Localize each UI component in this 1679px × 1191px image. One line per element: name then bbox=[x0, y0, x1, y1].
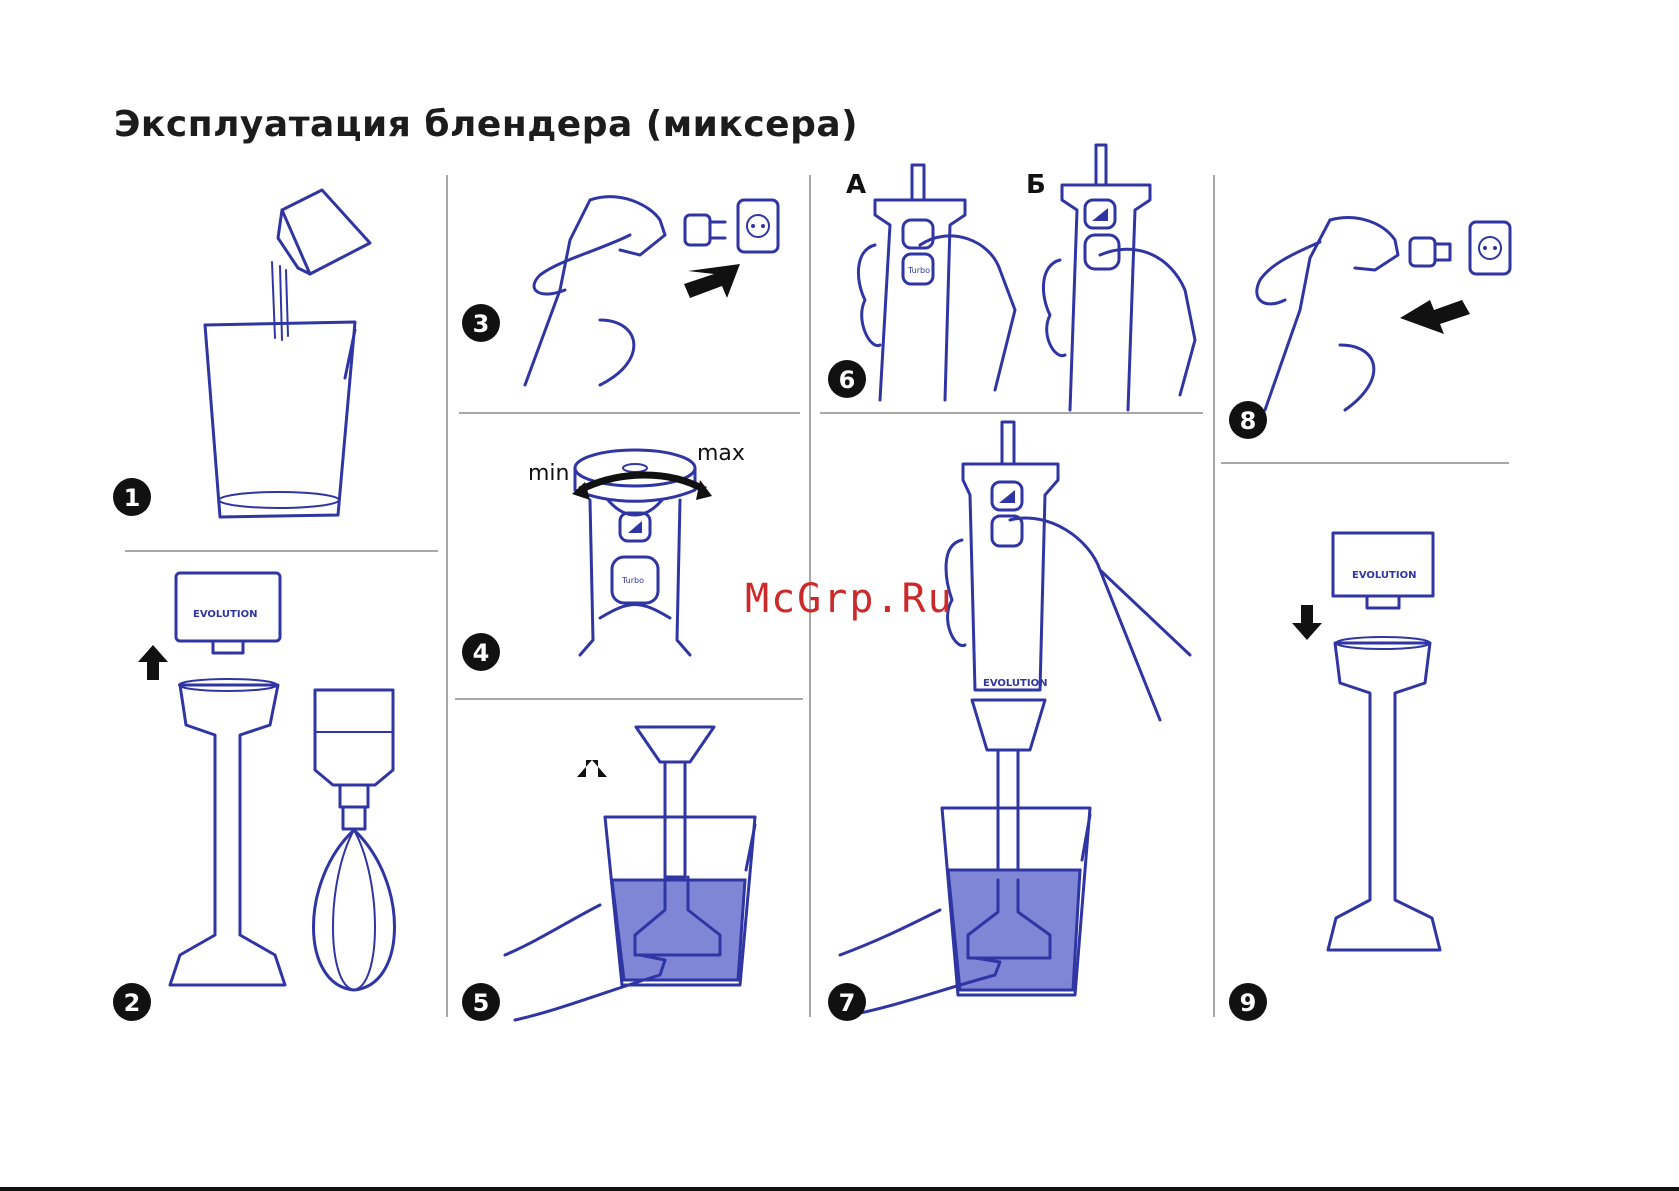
speed-max-label: max bbox=[697, 441, 745, 466]
step-7-blend-illustration: EVOLUTION bbox=[840, 422, 1190, 1015]
right-arrow-icon bbox=[684, 264, 740, 298]
variant-b-label: Б bbox=[1026, 170, 1046, 200]
svg-text:3: 3 bbox=[473, 310, 490, 338]
svg-text:7: 7 bbox=[839, 989, 856, 1017]
step-5-immerse-illustration bbox=[505, 727, 755, 1020]
step-1-pour-illustration bbox=[205, 190, 370, 517]
step-badge-7: 7 bbox=[828, 983, 866, 1021]
step-9-attach-illustration: EVOLUTION bbox=[1328, 533, 1440, 950]
svg-text:2: 2 bbox=[124, 989, 141, 1017]
step-2-detach-illustration: EVOLUTION bbox=[170, 573, 395, 990]
step-badge-5: 5 bbox=[462, 983, 500, 1021]
variant-a-label: А bbox=[846, 170, 866, 200]
step-badge-1: 1 bbox=[113, 478, 151, 516]
step-badge-6: 6 bbox=[828, 360, 866, 398]
step-badge-4: 4 bbox=[462, 633, 500, 671]
step-4-speed-dial-illustration: Turbo bbox=[572, 450, 712, 655]
bottom-rule bbox=[0, 1187, 1679, 1191]
step-3-plug-in-illustration bbox=[525, 197, 778, 385]
down-arrow-icon-step9 bbox=[1292, 605, 1322, 640]
down-arrow-icon-step5 bbox=[577, 760, 607, 777]
step-badge-3: 3 bbox=[462, 304, 500, 342]
svg-text:9: 9 bbox=[1240, 989, 1257, 1017]
turbo-label-a: Turbo bbox=[907, 266, 930, 275]
svg-text:8: 8 bbox=[1240, 407, 1257, 435]
speed-min-label: min bbox=[528, 461, 570, 486]
svg-text:4: 4 bbox=[473, 639, 490, 667]
svg-text:5: 5 bbox=[473, 989, 490, 1017]
turbo-button-label: Turbo bbox=[621, 576, 644, 585]
brand-label-step9: EVOLUTION bbox=[1352, 570, 1416, 581]
svg-text:1: 1 bbox=[124, 484, 141, 512]
svg-text:6: 6 bbox=[839, 366, 856, 394]
brand-label: EVOLUTION bbox=[193, 609, 257, 620]
step-badge-2: 2 bbox=[113, 983, 151, 1021]
step-8-unplug-illustration bbox=[1257, 218, 1510, 410]
watermark: McGrp.Ru bbox=[745, 576, 954, 622]
left-arrow-icon bbox=[1400, 300, 1470, 334]
step-badge-8: 8 bbox=[1229, 401, 1267, 439]
brand-label-step7: EVOLUTION bbox=[983, 678, 1047, 689]
step-badge-9: 9 bbox=[1229, 983, 1267, 1021]
up-arrow-icon bbox=[138, 645, 168, 680]
